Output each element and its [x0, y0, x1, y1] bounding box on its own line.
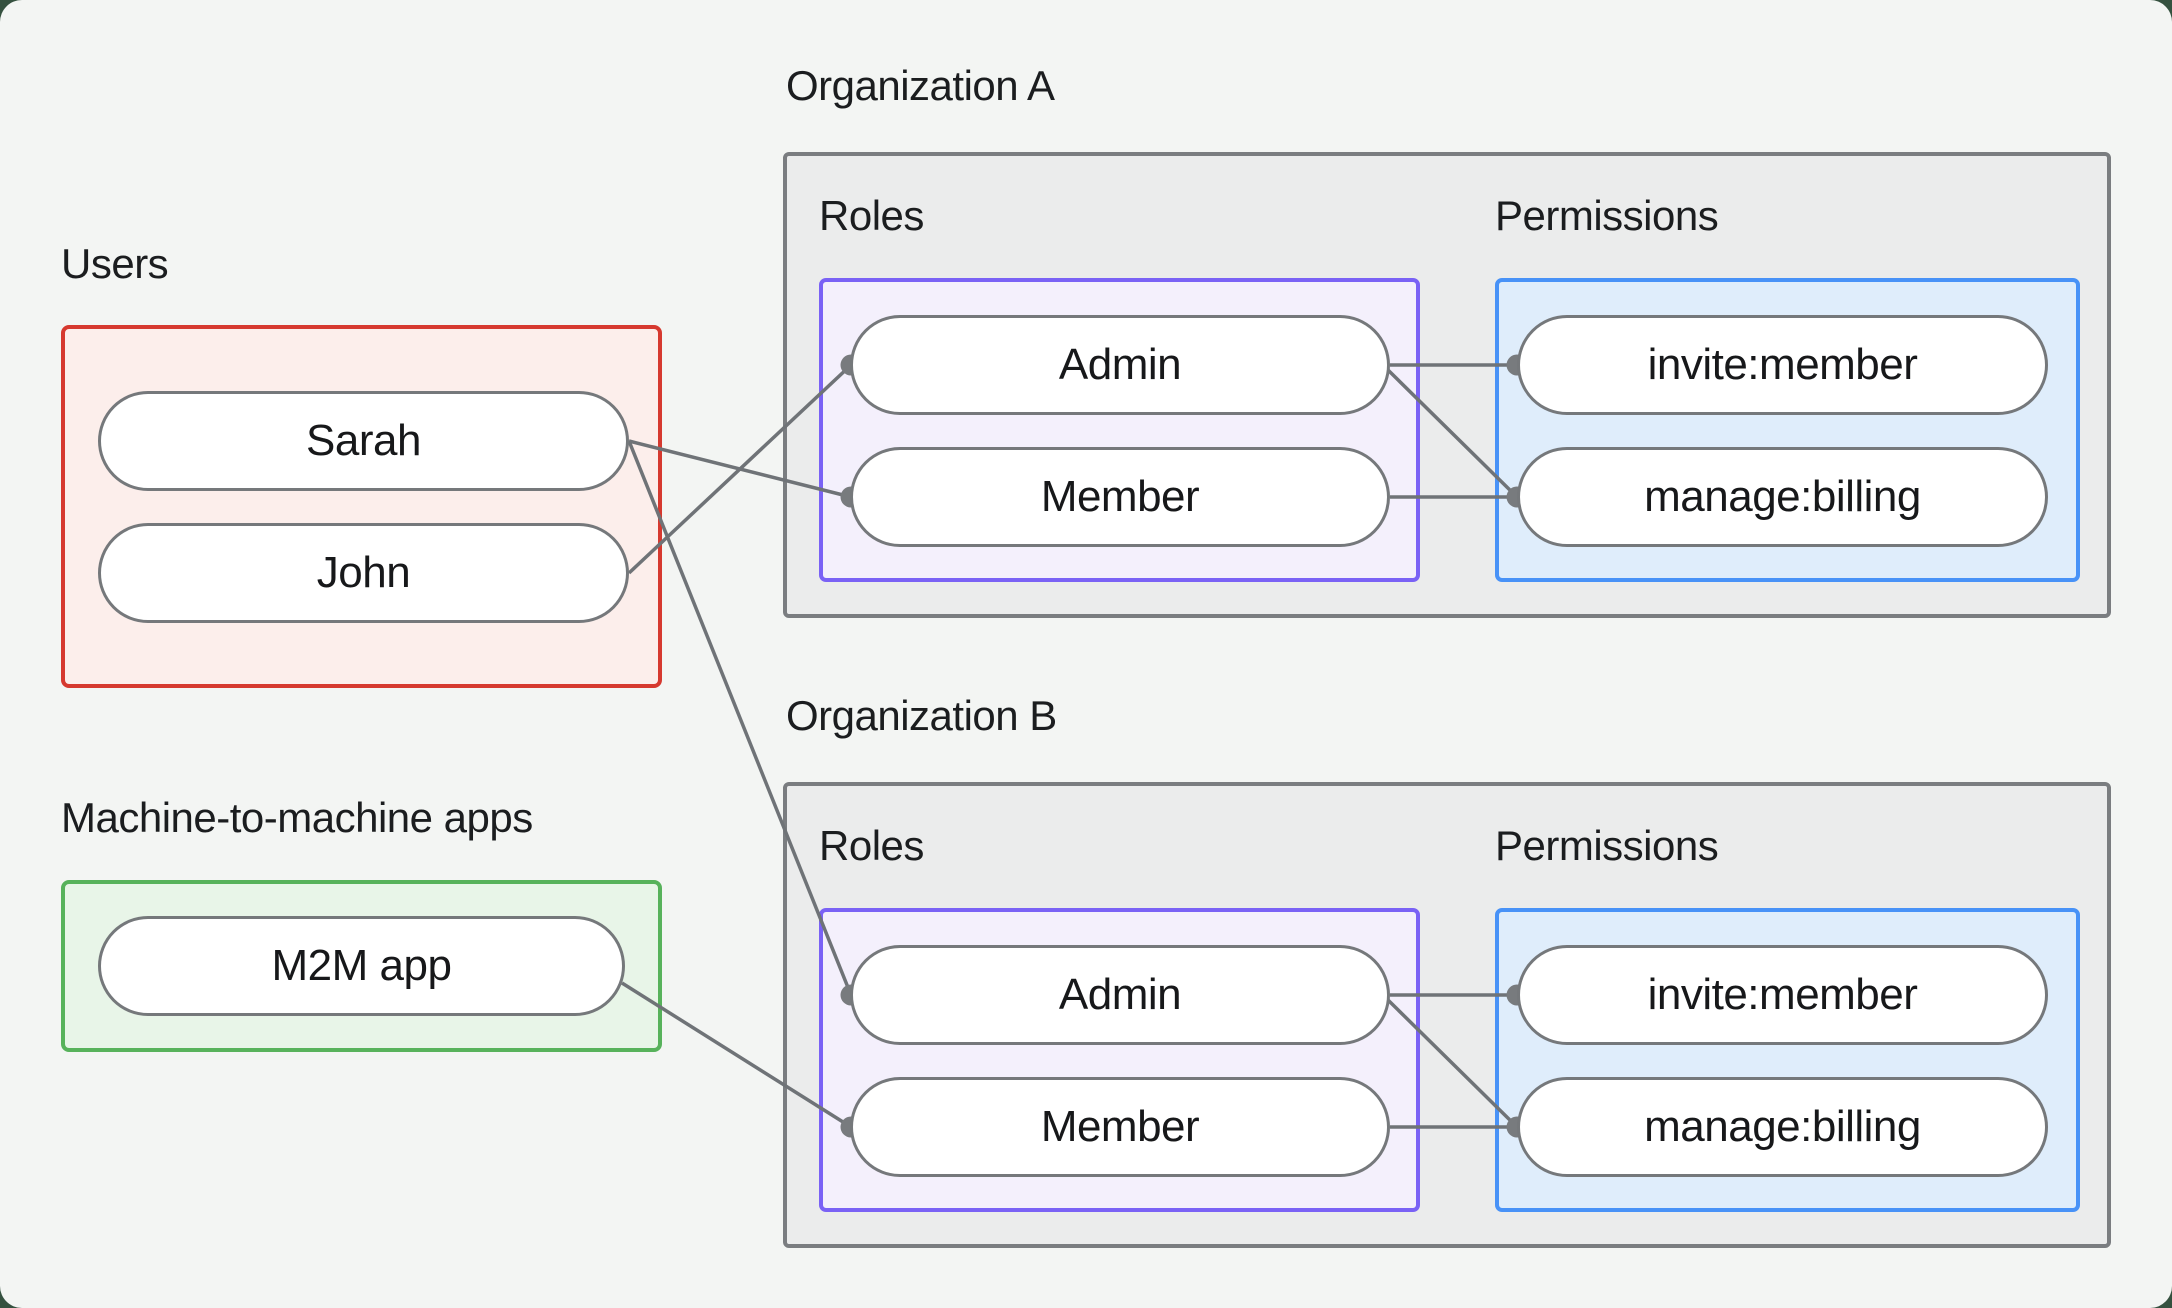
org-a-role-member: Member: [850, 447, 1390, 547]
user-node-label: Sarah: [306, 416, 421, 465]
user-node-john: John: [98, 523, 629, 623]
org-b-title: Organization B: [786, 692, 1057, 739]
m2m-group-label: Machine-to-machine apps: [61, 794, 533, 841]
permission-label: invite:member: [1647, 970, 1918, 1019]
org-b-permissions-label: Permissions: [1495, 822, 1719, 869]
role-label: Member: [1040, 472, 1200, 521]
user-node-label: John: [316, 548, 411, 597]
users-group-label: Users: [61, 240, 169, 287]
user-node-sarah: Sarah: [98, 391, 629, 491]
org-a-permission-manage-billing: manage:billing: [1517, 447, 2048, 547]
org-a-roles-label: Roles: [819, 192, 924, 239]
org-a-role-admin: Admin: [850, 315, 1390, 415]
org-a-permissions-label: Permissions: [1495, 192, 1719, 239]
m2m-app-label: M2M app: [271, 941, 452, 990]
org-a-title: Organization A: [786, 62, 1055, 109]
permission-label: manage:billing: [1644, 1102, 1921, 1151]
org-b-permission-manage-billing: manage:billing: [1517, 1077, 2048, 1177]
m2m-app-node: M2M app: [98, 916, 625, 1016]
org-b-permission-invite-member: invite:member: [1517, 945, 2048, 1045]
org-b-role-admin: Admin: [850, 945, 1390, 1045]
org-b-role-member: Member: [850, 1077, 1390, 1177]
role-label: Admin: [1058, 970, 1182, 1019]
org-b-roles-label: Roles: [819, 822, 924, 869]
permission-label: invite:member: [1647, 340, 1918, 389]
role-label: Admin: [1058, 340, 1182, 389]
org-a-permission-invite-member: invite:member: [1517, 315, 2048, 415]
permission-label: manage:billing: [1644, 472, 1921, 521]
users-group-box: [61, 325, 662, 688]
role-label: Member: [1040, 1102, 1200, 1151]
